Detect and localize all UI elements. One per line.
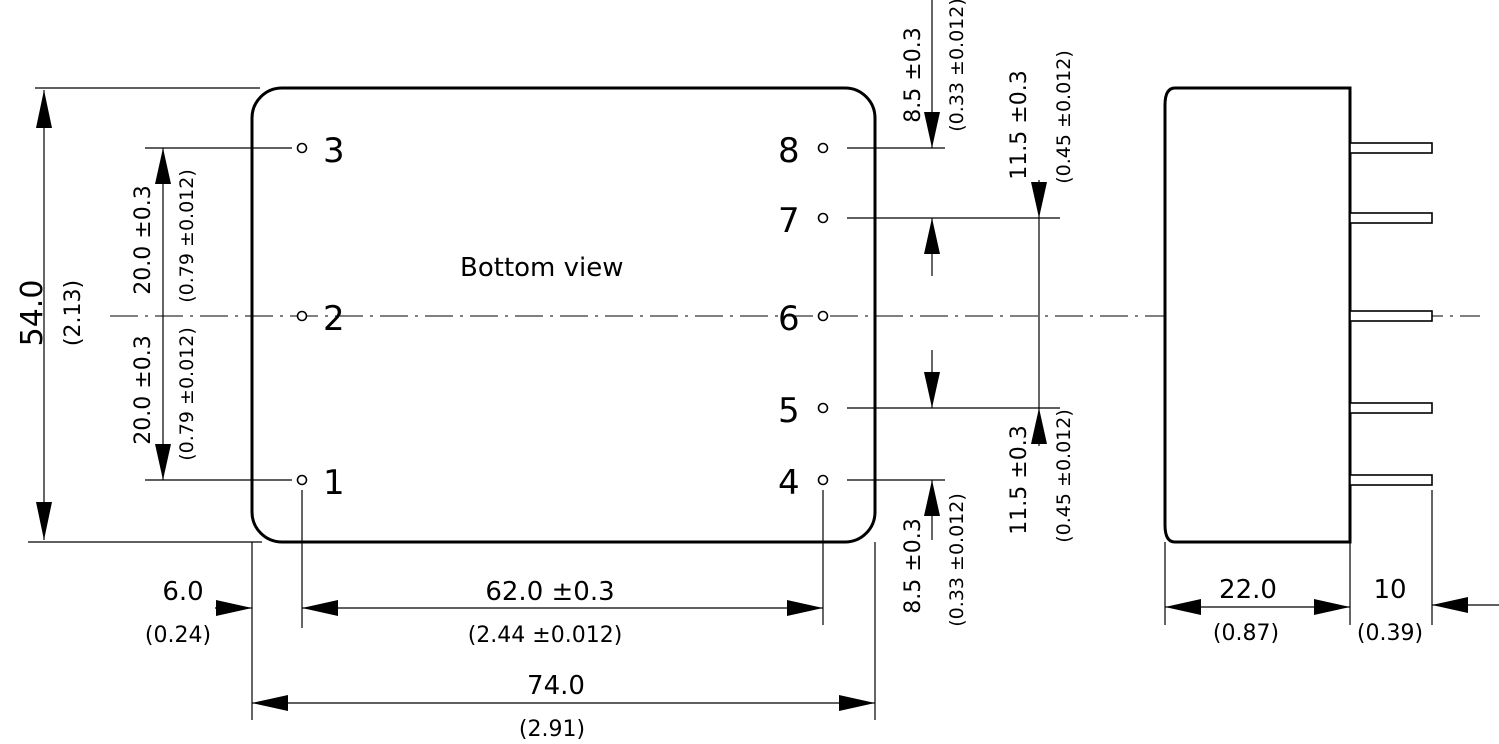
- dim-pitch-upper-mm: 20.0 ±0.3: [131, 185, 156, 294]
- dim-span-mm: 62.0 ±0.3: [485, 577, 614, 607]
- dim-upper-center-mm: 11.5 ±0.3: [1007, 70, 1032, 179]
- side-pin-5: [1349, 402, 1433, 414]
- dim-offset-mm: 6.0: [162, 577, 203, 607]
- pin-7-hole: [817, 212, 829, 224]
- dim-upper-center-in: (0.45 ±0.012): [1053, 50, 1075, 183]
- dim-pitch-upper-in: (0.79 ±0.012): [176, 169, 198, 302]
- dim-lower-center-in: (0.45 ±0.012): [1053, 409, 1075, 542]
- pin-2-label: 2: [323, 299, 345, 339]
- side-pin-4: [1349, 474, 1433, 486]
- pin-4-label: 4: [778, 463, 800, 503]
- dim-top-edge-in: (0.33 ±0.012): [946, 0, 968, 132]
- pin-1-label: 1: [323, 463, 345, 503]
- view-label: Bottom view: [460, 253, 624, 283]
- pin-8-hole: [817, 142, 829, 154]
- dim-height-mm: 54.0: [15, 280, 50, 347]
- dim-pitch-lower-mm: 20.0 ±0.3: [131, 335, 156, 444]
- dim-span-in: (2.44 ±0.012): [468, 623, 623, 648]
- side-pin-6: [1349, 310, 1433, 322]
- pin-3-hole: [296, 142, 308, 154]
- dim-pitch-lower-in: (0.79 ±0.012): [176, 327, 198, 460]
- side-pin-8: [1349, 142, 1433, 154]
- pin-4-hole: [817, 474, 829, 486]
- dim-bottom-edge-mm: 8.5 ±0.3: [901, 518, 926, 613]
- dim-height-in: (2.13): [61, 280, 86, 346]
- dim-pin-length-mm: 10: [1373, 575, 1406, 605]
- pin-3-label: 3: [323, 131, 345, 171]
- dim-top-edge-mm: 8.5 ±0.3: [901, 27, 926, 122]
- side-pin-7: [1349, 212, 1433, 224]
- module-body-bottom-view: [250, 86, 877, 544]
- dim-bottom-edge-in: (0.33 ±0.012): [946, 493, 968, 626]
- dim-width-mm: 74.0: [527, 671, 585, 701]
- dim-pin-length-in: (0.39): [1357, 621, 1423, 646]
- pin-6-hole: [817, 310, 829, 322]
- dim-lower-center-mm: 11.5 ±0.3: [1007, 425, 1032, 534]
- dim-depth-mm: 22.0: [1219, 575, 1277, 605]
- dim-depth-in: (0.87): [1213, 621, 1279, 646]
- pin-1-hole: [296, 474, 308, 486]
- module-body-side-view: [1163, 86, 1352, 544]
- dim-offset-in: (0.24): [145, 623, 211, 648]
- pin-2-hole: [296, 310, 308, 322]
- pin-6-label: 6: [778, 299, 800, 339]
- pin-7-label: 7: [778, 201, 800, 241]
- pin-5-label: 5: [778, 391, 800, 431]
- pin-5-hole: [817, 402, 829, 414]
- pin-8-label: 8: [778, 131, 800, 171]
- dim-width-in: (2.91): [519, 717, 585, 742]
